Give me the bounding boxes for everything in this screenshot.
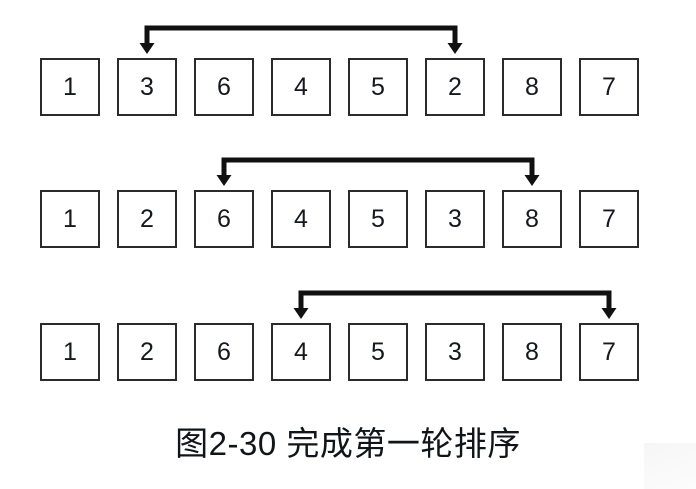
array-cell: 6: [194, 58, 254, 116]
array-cell-value: 4: [294, 337, 308, 366]
array-cell-value: 3: [448, 337, 462, 366]
array-cell: 4: [271, 190, 331, 248]
array-cell-value: 2: [140, 204, 154, 233]
array-cell-value: 7: [602, 72, 616, 101]
array-cell-value: 5: [371, 204, 385, 233]
array-cell-value: 1: [63, 204, 77, 233]
array-cell: 1: [40, 190, 100, 248]
array-cell: 3: [425, 190, 485, 248]
array-cell: 8: [502, 58, 562, 116]
array-cell-value: 4: [294, 72, 308, 101]
swap-arrow-line: [144, 25, 458, 45]
array-cell: 7: [579, 190, 639, 248]
array-cell: 7: [579, 323, 639, 381]
array-cell-value: 2: [448, 72, 462, 101]
array-cell-value: 1: [63, 72, 77, 101]
figure-caption: 图2-30 完成第一轮排序: [175, 425, 521, 462]
array-cell: 1: [40, 58, 100, 116]
array-cell: 2: [117, 190, 177, 248]
array-cell-value: 5: [371, 72, 385, 101]
array-cells: 1 3 6 4 5 2 8 7: [40, 58, 656, 118]
swap-arrow: [139, 25, 463, 54]
array-cells: 1 2 6 4 5 3 8 7: [40, 190, 656, 250]
array-cell: 2: [425, 58, 485, 116]
array-cell: 5: [348, 190, 408, 248]
swap-arrow-head-right: [447, 43, 463, 54]
array-cell-value: 3: [448, 204, 462, 233]
array-cell: 3: [425, 323, 485, 381]
array-cell: 7: [579, 58, 639, 116]
array-cell: 8: [502, 323, 562, 381]
swap-arrow-head-left: [216, 175, 232, 186]
array-cell: 3: [117, 58, 177, 116]
swap-arrow-line: [298, 290, 612, 310]
array-cell-value: 8: [525, 337, 539, 366]
swap-arrow-head-right: [601, 308, 617, 319]
array-cell: 6: [194, 190, 254, 248]
array-cell-value: 8: [525, 72, 539, 101]
array-cell: 4: [271, 323, 331, 381]
array-cells: 1 2 6 4 5 3 8 7: [40, 323, 656, 383]
array-cell-value: 1: [63, 337, 77, 366]
swap-arrow: [293, 290, 617, 319]
array-cell-value: 8: [525, 204, 539, 233]
swap-arrow: [216, 157, 540, 186]
swap-arrow-head-left: [293, 308, 309, 319]
array-cell: 8: [502, 190, 562, 248]
array-cell-value: 3: [140, 72, 154, 101]
array-cell: 1: [40, 323, 100, 381]
array-cell-value: 2: [140, 337, 154, 366]
array-row: 1 2 6 4 5 3 8 7: [40, 132, 656, 250]
swap-arrow-head-right: [524, 175, 540, 186]
array-cell-value: 7: [602, 337, 616, 366]
swap-arrow-head-left: [139, 43, 155, 54]
array-cell-value: 6: [217, 72, 231, 101]
array-cell: 6: [194, 323, 254, 381]
array-cell: 5: [348, 323, 408, 381]
array-row: 1 2 6 4 5 3 8 7: [40, 265, 656, 383]
array-cell-value: 6: [217, 204, 231, 233]
array-cell: 4: [271, 58, 331, 116]
array-cell-value: 6: [217, 337, 231, 366]
array-cell-value: 5: [371, 337, 385, 366]
array-cell-value: 4: [294, 204, 308, 233]
array-cell-value: 7: [602, 204, 616, 233]
array-cell: 5: [348, 58, 408, 116]
array-cell: 2: [117, 323, 177, 381]
array-row: 1 3 6 4 5 2 8 7: [40, 0, 656, 118]
swap-arrow-line: [221, 157, 535, 177]
